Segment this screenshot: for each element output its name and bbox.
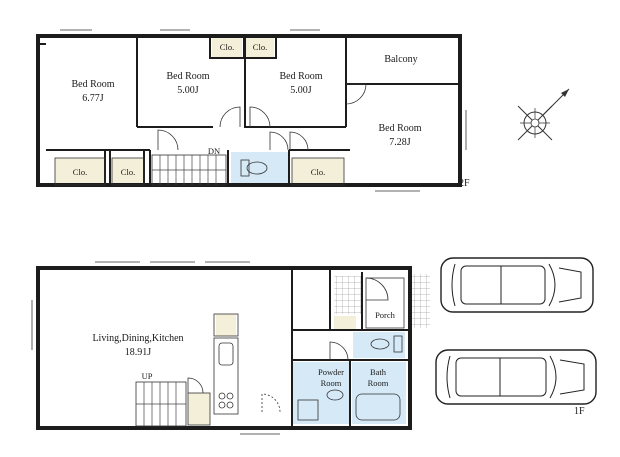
wet-area-fill <box>292 362 350 424</box>
closet-label: Clo. <box>73 167 87 177</box>
closet-fill <box>55 158 105 185</box>
ldk-size: 18.91J <box>125 347 152 358</box>
car-icon <box>440 257 594 313</box>
powder-room-label-2: Room <box>321 378 342 388</box>
bedroom-d-name: Bed Room <box>378 123 421 134</box>
closet-label: Clo. <box>311 167 325 177</box>
floor-label-2f: 2F <box>459 178 470 189</box>
bedroom-b-size: 5.00J <box>177 85 199 96</box>
kitchen-counter <box>213 313 239 415</box>
stairs-up-label: UP <box>142 371 153 381</box>
stairs-up <box>135 381 187 427</box>
stairs-down-label: DN <box>208 146 220 156</box>
porch-steps <box>410 274 430 328</box>
closet-fill <box>246 37 274 57</box>
bedroom-d-size: 7.28J <box>389 137 411 148</box>
car-icon <box>435 349 597 405</box>
toilet-area <box>231 152 289 185</box>
second-floor: Bed Room 6.77J Bed Room 5.00J Bed Room 5… <box>36 29 470 192</box>
stairs-down <box>151 154 227 186</box>
balcony-label: Balcony <box>384 54 417 65</box>
porch-label: Porch <box>375 310 396 320</box>
compass-icon <box>517 88 570 141</box>
closet-label: Clo. <box>121 167 135 177</box>
closet-fill <box>292 158 344 185</box>
bath-room-label-1: Bath <box>370 367 387 377</box>
closet-label: Clo. <box>253 42 267 52</box>
bedroom-c-size: 5.00J <box>290 85 312 96</box>
storage-fill <box>188 393 210 425</box>
bedroom-b-name: Bed Room <box>166 71 209 82</box>
closet-fill <box>212 37 242 57</box>
storage-fill <box>216 314 236 336</box>
toilet-fixture <box>240 159 268 177</box>
floor-label-1f: 1F <box>574 406 585 417</box>
bedroom-c-name: Bed Room <box>279 71 322 82</box>
closet-fill <box>112 158 144 185</box>
first-floor: Living,Dining,Kitchen 18.91J UP Porch Po… <box>31 261 585 435</box>
wet-area-fill <box>352 362 406 424</box>
ldk-name: Living,Dining,Kitchen <box>92 333 183 344</box>
entrance-tiles <box>334 276 362 314</box>
storage-fill <box>334 316 356 330</box>
powder-room-label-1: Powder <box>318 367 344 377</box>
closet-label: Clo. <box>220 42 234 52</box>
bath-room-label-2: Room <box>368 378 389 388</box>
bedroom-a-name: Bed Room <box>71 79 114 90</box>
bedroom-a-size: 6.77J <box>82 93 104 104</box>
